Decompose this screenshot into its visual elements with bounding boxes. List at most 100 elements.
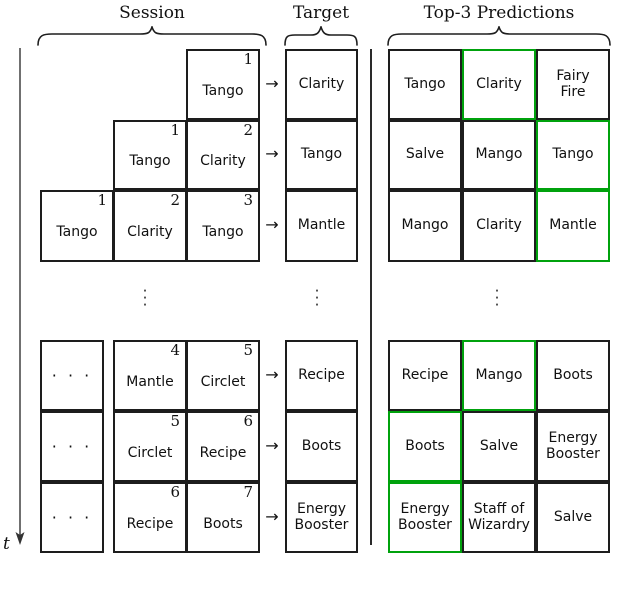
prediction-cell-correct: Mango	[462, 340, 536, 411]
cell-label: Clarity	[127, 224, 173, 241]
target-prediction-divider	[370, 49, 372, 545]
cell-label: Tango	[552, 146, 594, 163]
cell-index: 7	[243, 483, 253, 501]
predictions-brace	[387, 26, 611, 46]
cell-index: 4	[170, 341, 180, 359]
prediction-cell: Salve	[462, 411, 536, 482]
prediction-cell: Fairy Fire	[536, 49, 610, 120]
session-cell-ellipsis: · · ·	[40, 482, 104, 553]
target-cell: Tango	[285, 120, 358, 190]
cell-label: Circlet	[200, 373, 246, 390]
prediction-cell: Mango	[388, 190, 462, 262]
cell-label: Mantle	[549, 217, 597, 234]
prediction-cell-correct: Mantle	[536, 190, 610, 262]
cell-label: Clarity	[476, 75, 522, 92]
target-cell: Energy Booster	[285, 482, 358, 553]
prediction-cell: Tango	[388, 49, 462, 120]
cell-index: 6	[243, 412, 253, 430]
cell-index: 2	[243, 121, 253, 139]
cell-label: Clarity	[200, 153, 246, 170]
row-arrow-icon: →	[265, 73, 279, 93]
cell-label: Boots	[301, 437, 342, 454]
cell-label: Salve	[479, 437, 519, 454]
time-axis-label: t	[3, 534, 10, 554]
cell-index: 6	[170, 483, 180, 501]
prediction-cell: Mango	[462, 120, 536, 190]
prediction-cell: Clarity	[462, 190, 536, 262]
target-cell: Clarity	[285, 49, 358, 120]
prediction-cell: Energy Booster	[536, 411, 610, 482]
target-continuation-dots: ···	[314, 282, 320, 314]
predictions-group-label: Top-3 Predictions	[423, 3, 575, 23]
cell-index: 1	[243, 50, 253, 68]
predictions-continuation-dots: ···	[494, 282, 500, 314]
cell-label: Recipe	[126, 515, 174, 532]
cell-label: · · ·	[51, 507, 93, 527]
prediction-cell-correct: Energy Booster	[388, 482, 462, 553]
time-axis-arrow	[15, 48, 25, 545]
row-arrow-icon: →	[265, 364, 279, 384]
row-arrow-icon: →	[265, 435, 279, 455]
cell-label: Mango	[475, 146, 523, 163]
prediction-cell: Salve	[536, 482, 610, 553]
cell-label: Boots	[553, 366, 593, 383]
target-brace	[284, 26, 358, 46]
cell-label: Energy Booster	[294, 501, 349, 533]
target-cell: Recipe	[285, 340, 358, 411]
prediction-cell-correct: Tango	[536, 120, 610, 190]
cell-label: Salve	[553, 508, 593, 525]
cell-label: Mantle	[126, 373, 174, 390]
row-arrow-icon: →	[265, 144, 279, 163]
cell-index: 3	[243, 191, 253, 209]
cell-label: Tango	[202, 82, 244, 99]
cell-label: Fairy Fire	[556, 68, 590, 100]
cell-label: Salve	[405, 146, 445, 163]
cell-label: Circlet	[127, 444, 173, 461]
target-cell: Mantle	[285, 190, 358, 262]
cell-label: Tango	[404, 75, 446, 92]
cell-label: Recipe	[199, 444, 247, 461]
cell-label: Mango	[401, 217, 449, 234]
cell-label: Mango	[475, 366, 523, 383]
session-continuation-dots: ···	[142, 282, 148, 314]
cell-label: Tango	[56, 224, 98, 241]
prediction-cell-correct: Boots	[388, 411, 462, 482]
cell-label: Recipe	[298, 366, 345, 383]
session-cell-ellipsis: · · ·	[40, 340, 104, 411]
target-group-label: Target	[292, 3, 350, 23]
cell-label: Boots	[405, 437, 445, 454]
cell-label: Mantle	[297, 217, 346, 234]
prediction-cell: Salve	[388, 120, 462, 190]
session-cell-ellipsis: · · ·	[40, 411, 104, 482]
cell-label: Recipe	[401, 366, 449, 383]
cell-label: Boots	[203, 515, 243, 532]
session-brace	[37, 26, 267, 46]
cell-label: Clarity	[298, 75, 345, 92]
prediction-cell: Staff of Wizardry	[462, 482, 536, 553]
prediction-cell: Recipe	[388, 340, 462, 411]
cell-index: 2	[170, 191, 180, 209]
cell-label: Energy Booster	[546, 430, 600, 462]
prediction-cell: Boots	[536, 340, 610, 411]
cell-label: Tango	[129, 153, 171, 170]
cell-label: Tango	[300, 146, 343, 163]
cell-index: 5	[170, 412, 180, 430]
cell-label: · · ·	[51, 365, 93, 385]
cell-label: Clarity	[476, 217, 522, 234]
row-arrow-icon: →	[265, 215, 279, 234]
cell-index: 5	[243, 341, 253, 359]
row-arrow-icon: →	[265, 506, 279, 526]
